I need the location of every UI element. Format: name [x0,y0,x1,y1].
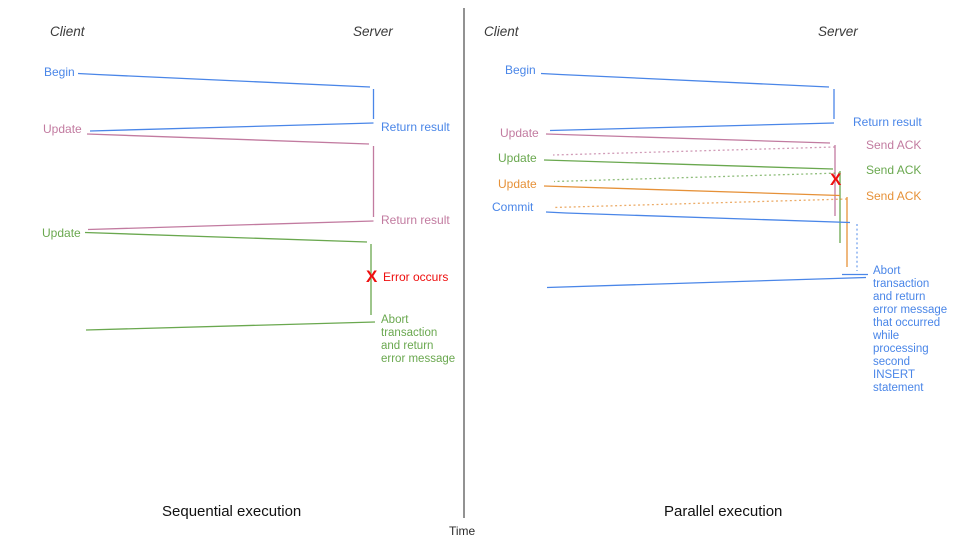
seq-abort-note: Abort transaction and return error messa… [381,314,456,365]
par-begin-label: Begin [505,63,536,77]
seq-begin-request-arrow [77,72,371,88]
par-send-ack2-arrow [553,172,841,183]
par-commit-label: Commit [492,200,534,214]
seq-client-header: Client [50,24,85,39]
par-update3-request-arrow [543,185,841,197]
par-update2-request-arrow [543,159,834,170]
seq-server-header: Server [353,24,393,39]
seq-panel-title: Sequential execution [162,503,302,520]
par-send-ack-label-1: Send ACK [866,138,922,152]
par-return-result-arrow [549,122,835,132]
par-abort-return-arrow [546,276,867,289]
seq-begin-label: Begin [44,65,75,79]
par-server-header: Server [818,24,858,39]
par-update-label-2: Update [498,151,537,165]
par-commit-request-arrow [545,211,851,224]
par-panel-title: Parallel execution [664,503,783,520]
seq-update2-request-arrow [84,231,368,243]
par-client-header: Client [484,24,519,39]
time-axis-label: Time [449,524,476,538]
seq-update1-request-arrow [86,133,370,145]
seq-update-label-1: Update [43,122,82,136]
seq-return-result-label-2: Return result [381,213,450,227]
seq-update-label-2: Update [42,226,81,240]
par-abort-note: Abort transaction and return error messa… [873,265,948,394]
seq-error-x-icon: X [366,267,378,286]
par-send-ack3-arrow [553,198,848,209]
seq-error-label: Error occurs [383,270,449,284]
par-update-label-1: Update [500,126,539,140]
par-return-result-label: Return result [853,115,922,129]
par-update-label-3: Update [498,177,537,191]
par-send-ack1-arrow [552,146,836,156]
seq-abort-return-arrow [85,321,376,331]
seq-return-result-arrow-1 [89,122,374,132]
seq-return-result-arrow-2 [87,220,374,231]
par-send-ack-label-3: Send ACK [866,189,922,203]
seq-return-result-label-1: Return result [381,120,450,134]
par-begin-request-arrow [540,72,830,88]
par-error-x-icon: X [830,170,842,189]
par-update1-request-arrow [545,133,831,144]
par-send-ack-label-2: Send ACK [866,163,922,177]
